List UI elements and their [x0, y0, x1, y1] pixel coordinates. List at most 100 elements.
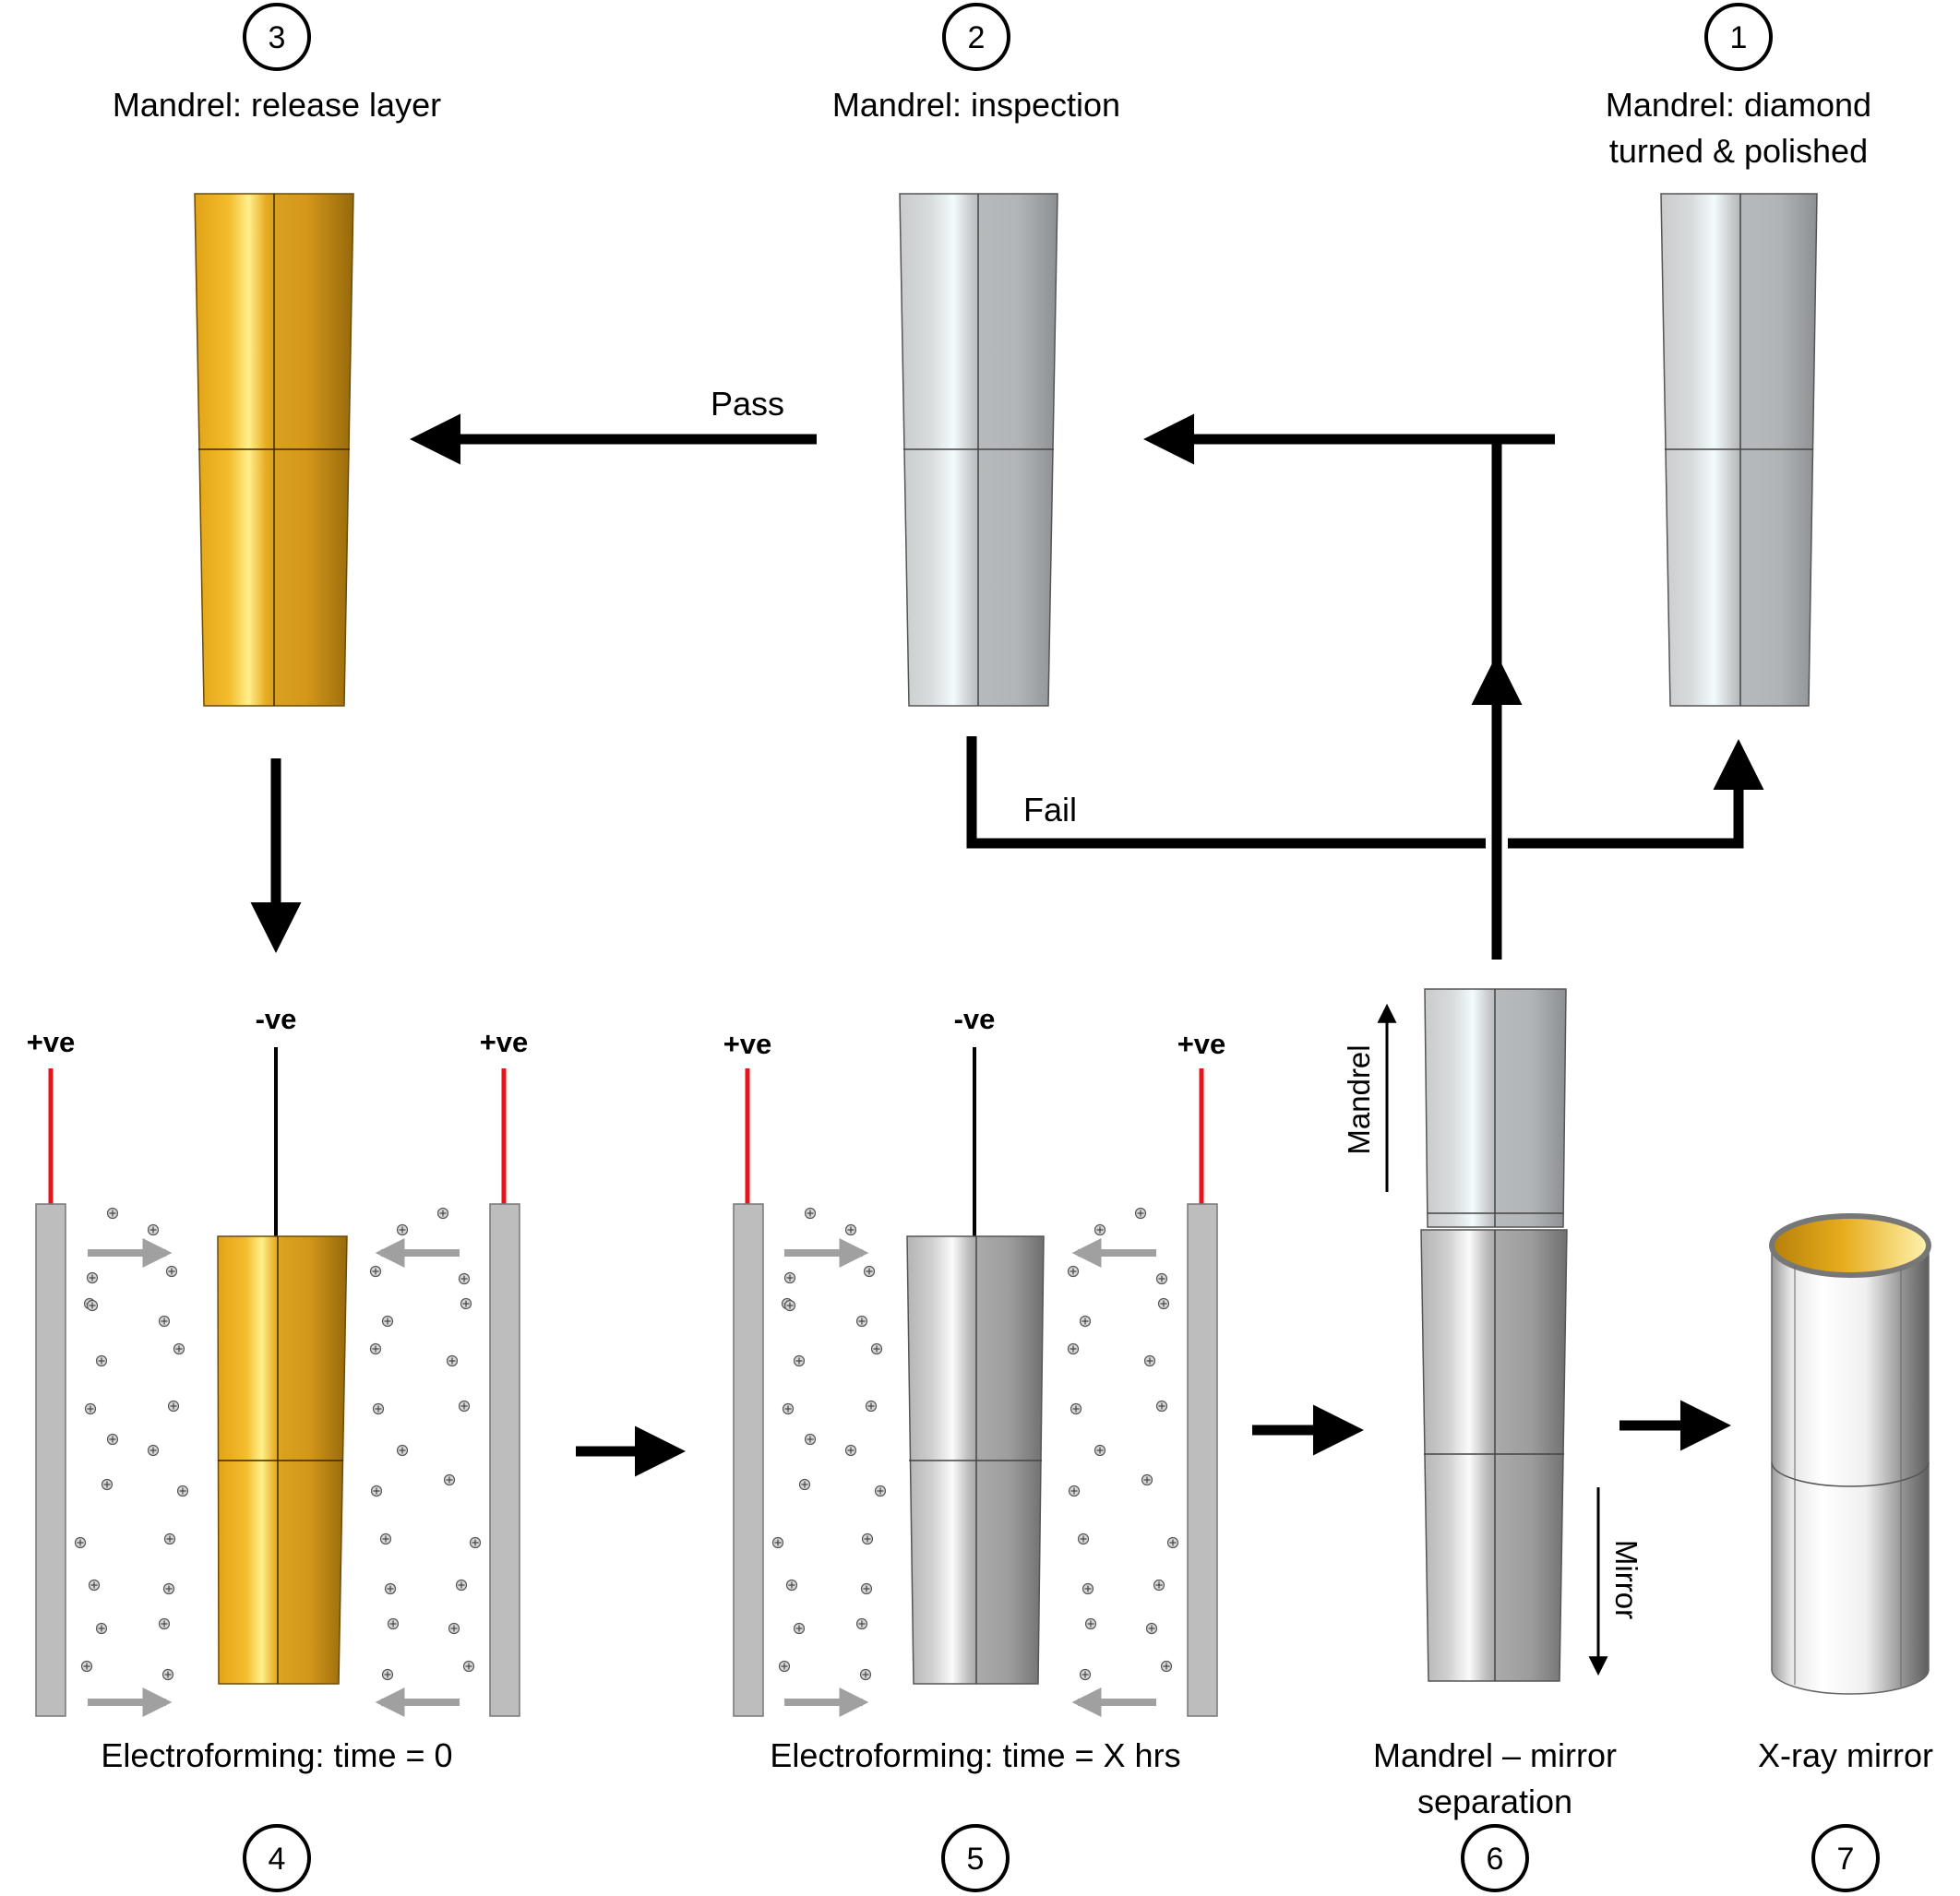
left-anode: +ve [27, 1026, 76, 1717]
gold-coated-mandrel [194, 193, 354, 707]
ion-particle [1153, 1579, 1165, 1592]
step-number-circle [243, 1824, 311, 1892]
ion-particle [379, 1532, 392, 1545]
step-number-circle [1461, 1824, 1529, 1892]
ion-particle [874, 1485, 887, 1497]
ion-particle [798, 1478, 811, 1491]
ion-particle [162, 1582, 175, 1595]
ion-particle [161, 1668, 174, 1681]
mandrel-direction-label: Mandrel [1342, 1044, 1376, 1154]
ion-particle [167, 1400, 180, 1413]
xray-mirror-shell [1769, 1213, 1931, 1695]
ion-particle [1141, 1473, 1153, 1486]
step-number: 5 [967, 1842, 985, 1877]
step-number-circle [243, 3, 311, 71]
silver-mandrel [1660, 193, 1818, 707]
return-to-inspection-arrow [1143, 413, 1555, 960]
ion-particle [782, 1402, 795, 1415]
ion-particle [793, 1354, 806, 1367]
anode-polarity-label: +ve [723, 1028, 772, 1060]
ion-particle [458, 1272, 471, 1285]
ion-particle [1067, 1265, 1080, 1278]
ion-particle [860, 1582, 873, 1595]
ion-particle [147, 1223, 160, 1236]
ion-particle [783, 1299, 796, 1312]
ion-particle [396, 1444, 409, 1457]
ion-particle [1082, 1582, 1094, 1595]
ion-particle [396, 1223, 409, 1236]
ion-flow-arrows [88, 1238, 460, 1717]
ion-particle [855, 1617, 868, 1630]
step-number: 4 [269, 1842, 286, 1877]
anode-polarity-label: +ve [27, 1026, 76, 1058]
ion-particle [1068, 1485, 1081, 1497]
ion-particle [1166, 1536, 1179, 1549]
ion-particle [863, 1265, 876, 1278]
step-label-line1: Mandrel: inspection [832, 86, 1120, 124]
step-7: X-ray mirror 7 [1758, 1213, 1933, 1892]
ion-particle [443, 1473, 456, 1486]
step-number-circle [1811, 1824, 1880, 1892]
ion-particle [1134, 1207, 1147, 1220]
cathode-mandrel: -ve [217, 1003, 348, 1685]
ion-particle [462, 1660, 475, 1673]
step-number: 3 [269, 20, 286, 55]
mandrel-up-arrow: Mandrel [1342, 1003, 1397, 1192]
ion-particle [455, 1579, 468, 1592]
step-number-circle [942, 3, 1010, 71]
ion-particle [384, 1582, 397, 1595]
ion-particle [1077, 1532, 1090, 1545]
ion-particle [1067, 1342, 1080, 1355]
step-label-line1: Mandrel: diamond [1606, 86, 1871, 124]
ion-particle [173, 1342, 185, 1355]
ion-particle [1070, 1402, 1082, 1415]
cathode-coated-mandrel: -ve [906, 1003, 1045, 1685]
ion-particle [372, 1402, 385, 1415]
ion-particle [1143, 1354, 1156, 1367]
ion-particle [1155, 1272, 1168, 1285]
ion-particle [460, 1297, 472, 1310]
ion-particle [844, 1223, 857, 1236]
ion-particle [804, 1207, 817, 1220]
step-number: 2 [968, 20, 986, 55]
ion-particle [86, 1271, 99, 1284]
ion-particle [1157, 1297, 1170, 1310]
ion-particle [84, 1402, 97, 1415]
ion-particle [855, 1315, 868, 1328]
ion-particle [74, 1536, 87, 1549]
step-label-line2: turned & polished [1609, 132, 1868, 170]
pass-arrow: Pass [410, 385, 817, 465]
step-number-circle [1704, 3, 1773, 71]
step-label-line1: X-ray mirror [1758, 1736, 1933, 1774]
ion-particle [176, 1485, 189, 1497]
ion-particle [106, 1207, 119, 1220]
step-number: 7 [1837, 1842, 1855, 1877]
ion-particle [80, 1660, 93, 1673]
ion-particle [844, 1444, 857, 1457]
ion-particle [1145, 1622, 1158, 1635]
separated-mirror-shell [1420, 1229, 1568, 1682]
ion-particle [1079, 1315, 1092, 1328]
ion-particle [793, 1622, 806, 1635]
step-number: 6 [1487, 1842, 1504, 1877]
ion-particle [1094, 1444, 1106, 1457]
ion-particle [1094, 1223, 1106, 1236]
silver-mandrel [899, 193, 1058, 707]
ion-particle [387, 1617, 400, 1630]
ion-particle [147, 1444, 160, 1457]
ion-particle [1160, 1660, 1173, 1673]
step-number: 1 [1730, 20, 1748, 55]
ion-particle [1084, 1617, 1097, 1630]
anode-polarity-label: +ve [480, 1026, 529, 1058]
pass-label: Pass [711, 385, 784, 423]
step-label-line2: separation [1417, 1783, 1572, 1820]
ion-particle [106, 1433, 119, 1446]
ion-particle [458, 1400, 471, 1413]
ion-particle [158, 1617, 171, 1630]
left-anode: +ve [723, 1028, 772, 1717]
ion-particle [861, 1532, 874, 1545]
ion-particle [88, 1579, 101, 1592]
right-anode: +ve [1177, 1028, 1225, 1717]
step-4: +ve +ve -ve Electroforming: time = 0 4 [27, 1003, 529, 1892]
